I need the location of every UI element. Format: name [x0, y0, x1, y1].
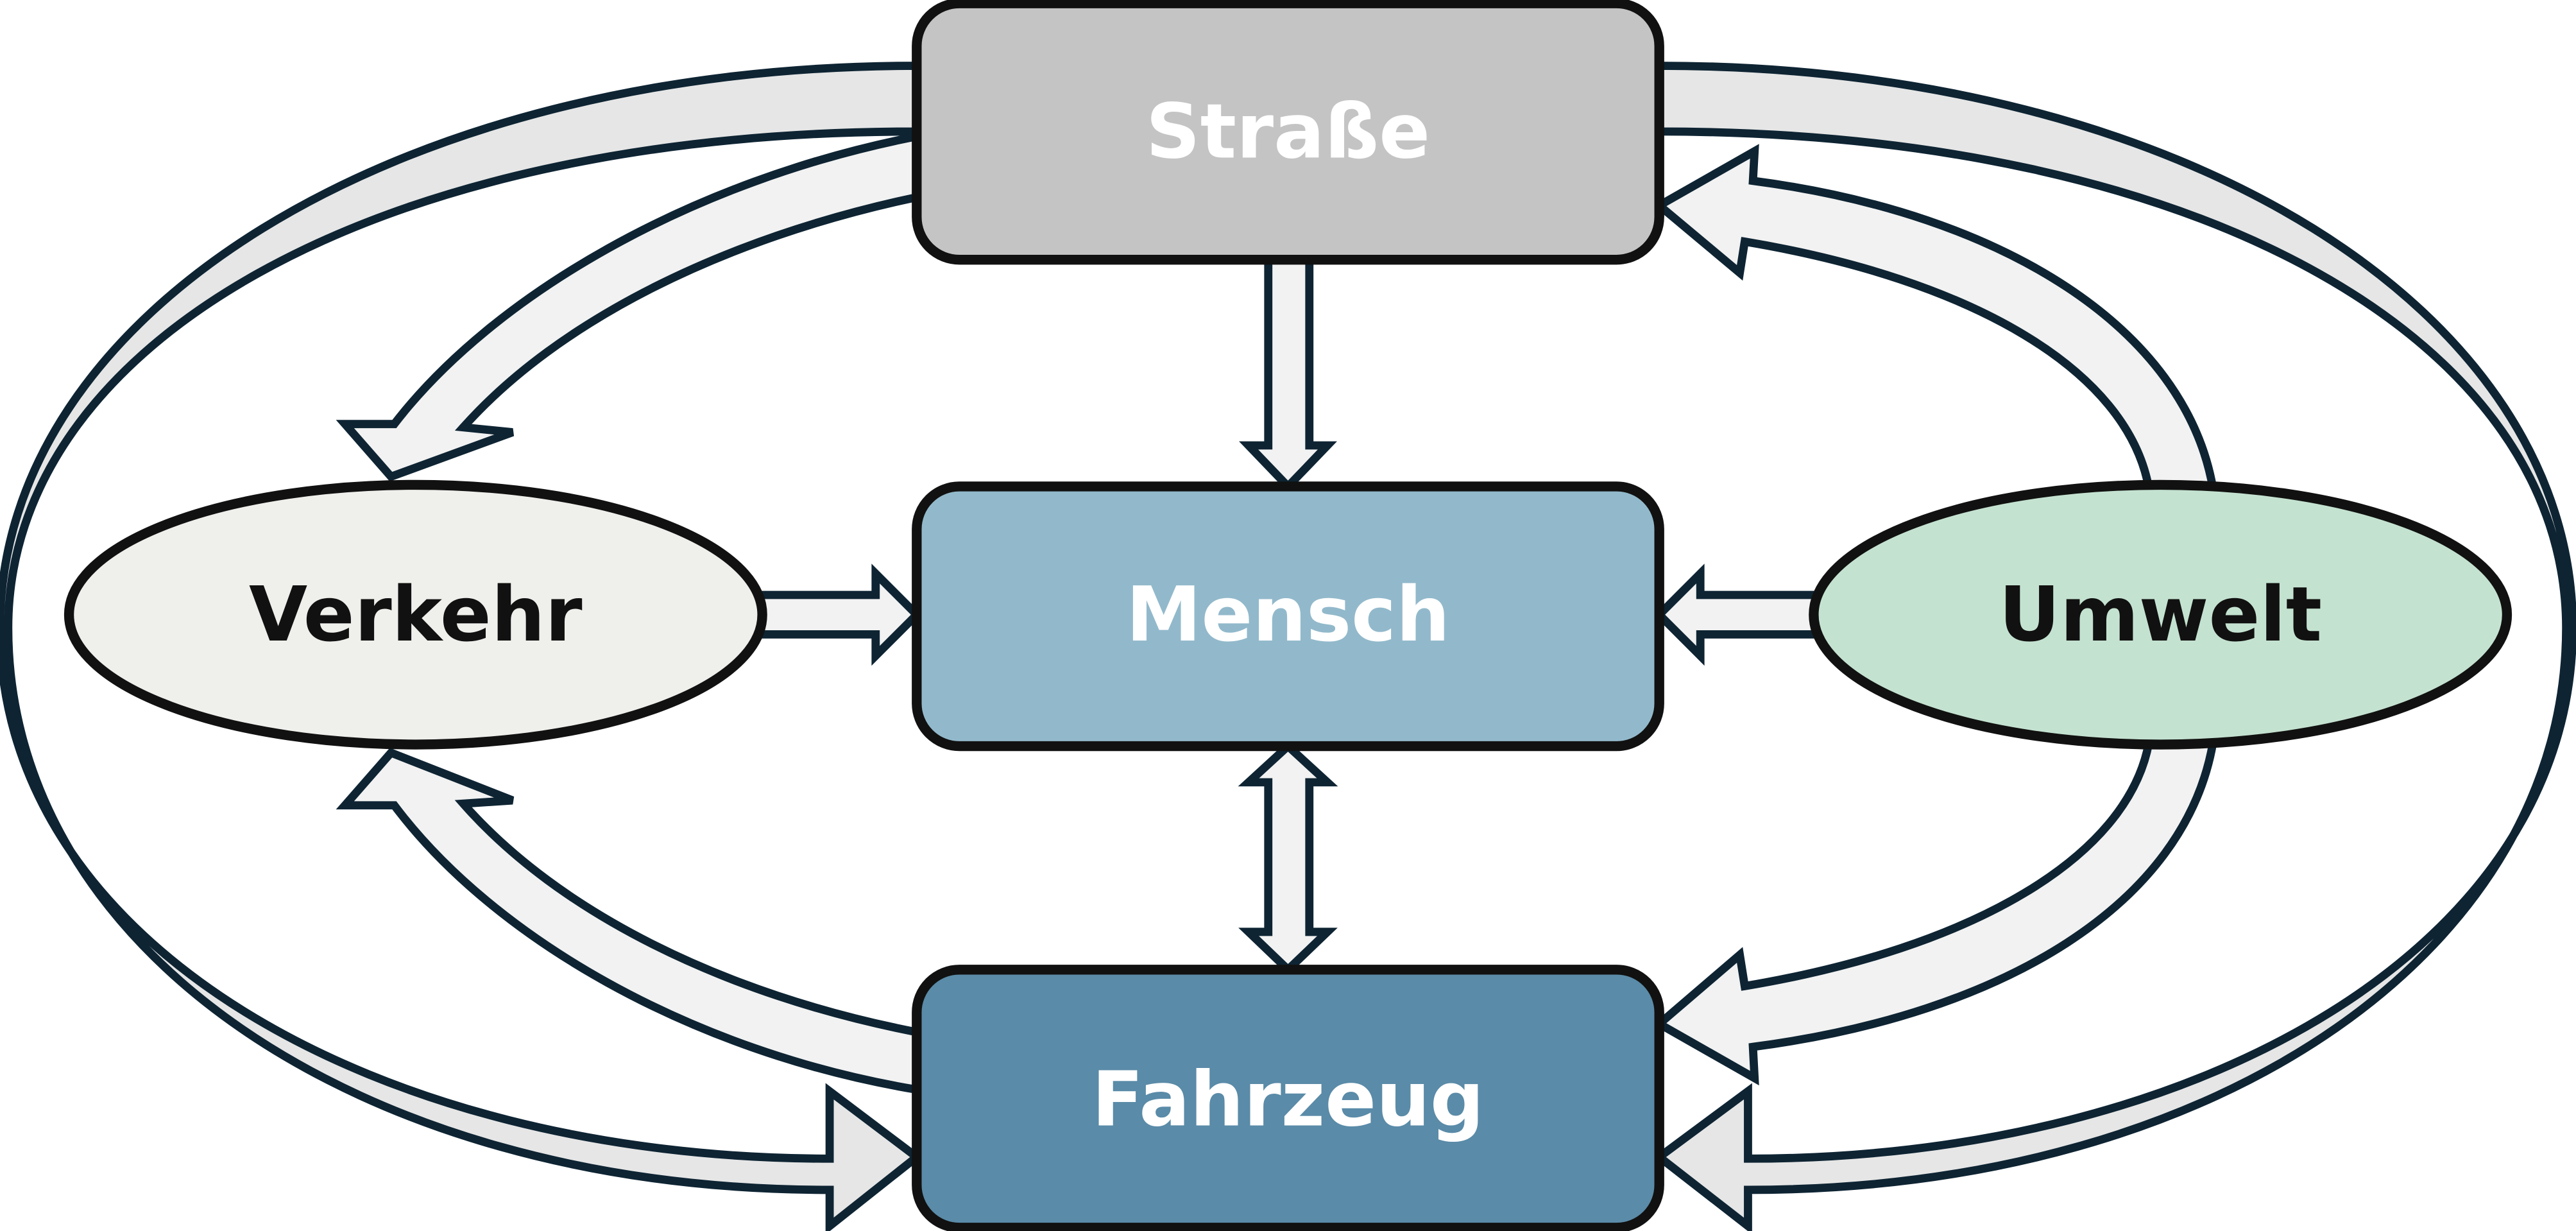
- strasse-box: [912, 0, 1664, 265]
- umwelt-ellipse: [1809, 479, 2512, 750]
- verkehr-label: Verkehr: [249, 571, 583, 659]
- umwelt-label: Umwelt: [1999, 571, 2322, 659]
- fahrzeug-box: [912, 965, 1664, 1231]
- arrow-mensch-fahrzeug-bidirectional: [1238, 740, 1338, 976]
- strasse-label: Straße: [1146, 87, 1430, 175]
- mensch-label: Mensch: [1126, 571, 1450, 659]
- arrow-strasse-to-verkehr: [336, 131, 921, 482]
- mensch-box: [912, 481, 1664, 752]
- arrow-umwelt-to-fahrzeug: [1652, 739, 2218, 1086]
- verkehr-ellipse: [64, 479, 767, 750]
- arrow-verkehr-to-mensch: [756, 564, 923, 666]
- fahrzeug-label: Fahrzeug: [1092, 1056, 1484, 1144]
- arrow-umwelt-to-strasse: [1652, 144, 2218, 492]
- arrow-strasse-to-mensch: [1239, 255, 1337, 493]
- arrow-fahrzeug-to-verkehr: [336, 748, 921, 1095]
- arrow-umwelt-to-mensch: [1653, 564, 1820, 666]
